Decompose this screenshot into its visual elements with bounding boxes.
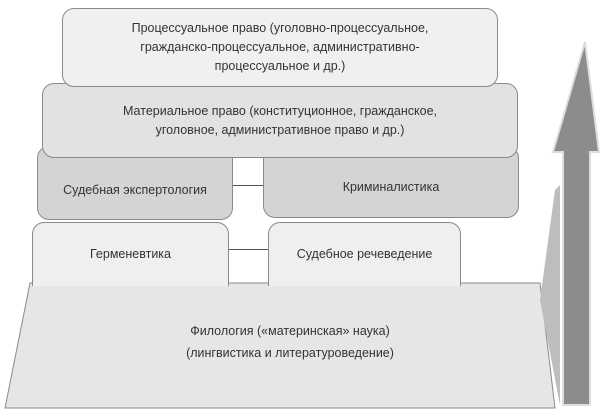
secondary-arrow-icon [540, 185, 560, 405]
up-arrow-icon [551, 41, 600, 406]
material-law-box: Материальное право (конституционное, гра… [42, 83, 518, 158]
hermeneutics-label: Герменевтика [89, 247, 171, 261]
forensic-speech-science-label: Судебное речеведение [296, 247, 433, 261]
philology-label: Филология («материнская» наука) (лингвис… [186, 324, 394, 360]
forensic-expertology-box: Судебная экспертология [37, 146, 233, 220]
criminalistics-label: Криминалистика [342, 179, 440, 194]
procedural-law-label: Процессуальное право (уголовно-процессуа… [131, 21, 429, 73]
connector-middle [230, 185, 265, 186]
forensic-speech-science-box: Судебное речеведение [268, 222, 461, 286]
connector-lower [226, 249, 270, 250]
procedural-law-box: Процессуальное право (уголовно-процессуа… [62, 8, 498, 87]
philology-box: Филология («материнская» наука) (лингвис… [60, 320, 520, 364]
material-law-label: Материальное право (конституционное, гра… [123, 103, 437, 137]
hermeneutics-box: Герменевтика [32, 222, 229, 286]
criminalistics-box: Криминалистика [263, 146, 519, 218]
forensic-expertology-label: Судебная экспертология [63, 182, 207, 197]
